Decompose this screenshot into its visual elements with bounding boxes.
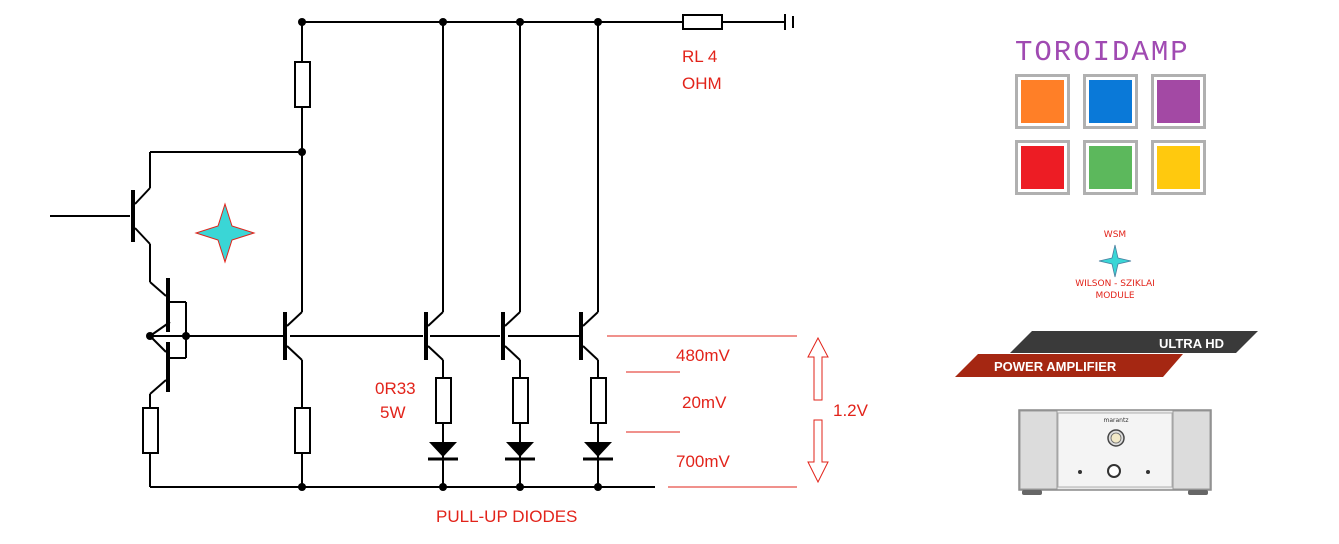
color-tile-green — [1083, 140, 1138, 195]
load-label-line2: OHM — [682, 74, 722, 93]
color-tile-orange — [1015, 74, 1070, 129]
power-amplifier-text: POWER AMPLIFIER — [994, 359, 1117, 374]
color-tile-blue — [1083, 74, 1138, 129]
module-name-line1: WILSON - SZIKLAI — [1075, 279, 1155, 289]
tile-fill — [1021, 80, 1064, 123]
voltage-bottom-label: 700mV — [676, 452, 731, 471]
driver-wiring — [50, 22, 655, 488]
ultra-hd-badge: ULTRA HD — [1010, 331, 1258, 353]
emitter-resistor-label-line2: 5W — [380, 403, 406, 422]
tile-fill — [1157, 80, 1200, 123]
voltage-markers — [607, 335, 797, 488]
tile-fill — [1089, 146, 1132, 189]
voltage-top-label: 480mV — [676, 346, 731, 365]
star-icon — [194, 202, 256, 264]
module-name-line2: MODULE — [1095, 291, 1135, 301]
power-amplifier-badge: POWER AMPLIFIER — [955, 354, 1183, 377]
voltage-total-label: 1.2V — [833, 401, 869, 420]
load-label-line1: RL 4 — [682, 47, 717, 66]
emitter-resistor-label-line1: 0R33 — [375, 379, 416, 398]
load-resistor — [682, 14, 723, 30]
positive-rail — [302, 14, 794, 30]
module-abbr: WSM — [1103, 230, 1127, 240]
junction-dots — [146, 18, 602, 491]
tile-fill — [1089, 80, 1132, 123]
tile-fill — [1157, 146, 1200, 189]
pull-up-diodes-caption: PULL-UP DIODES — [436, 507, 577, 526]
amplifier-illustration: marantz — [1018, 409, 1212, 495]
tile-fill — [1021, 146, 1064, 189]
color-tile-yellow — [1151, 140, 1206, 195]
ultra-hd-text: ULTRA HD — [1159, 336, 1224, 351]
module-star-icon — [1098, 244, 1132, 278]
voltage-mid-label: 20mV — [682, 393, 727, 412]
amplifier-brand-plate: marantz — [1104, 417, 1129, 424]
color-tile-purple — [1151, 74, 1206, 129]
color-tile-red — [1015, 140, 1070, 195]
brand-title: TOROIDAMP — [1015, 36, 1190, 69]
output-stage — [283, 22, 613, 487]
voltage-arrows — [807, 336, 829, 484]
